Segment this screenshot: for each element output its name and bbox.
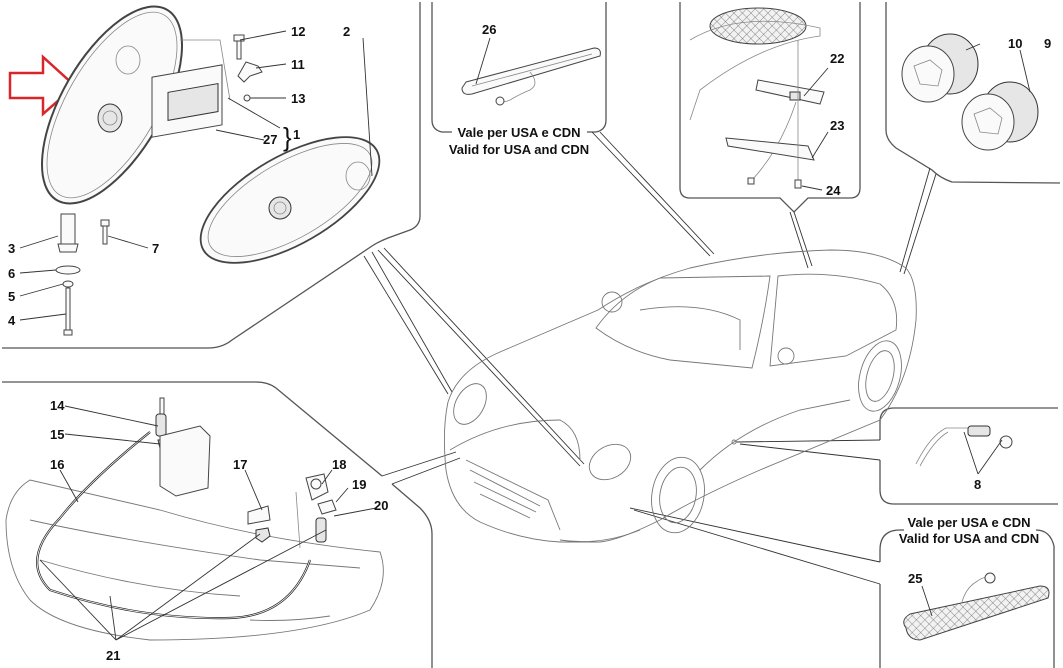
panel-side-marker-usa-frame bbox=[879, 529, 1055, 668]
callout-5[interactable]: 5 bbox=[8, 289, 15, 304]
note-usa-cdn-bottom: Vale per USA e CDN Valid for USA and CDN bbox=[899, 515, 1039, 546]
callout-13[interactable]: 13 bbox=[291, 91, 305, 106]
callout-15[interactable]: 15 bbox=[50, 427, 64, 442]
callout-18[interactable]: 18 bbox=[332, 457, 346, 472]
high-stop-light-parts bbox=[689, 7, 825, 189]
callout-19[interactable]: 19 bbox=[352, 477, 366, 492]
callout-12[interactable]: 12 bbox=[291, 24, 305, 39]
callout-2[interactable]: 2 bbox=[343, 24, 350, 39]
note-bottom-line1: Vale per USA e CDN bbox=[907, 515, 1030, 530]
callout-10[interactable]: 10 bbox=[1008, 36, 1022, 51]
callout-26[interactable]: 26 bbox=[482, 22, 496, 37]
callout-leaders bbox=[19, 30, 1031, 641]
callout-11[interactable]: 11 bbox=[291, 57, 305, 72]
callout-6[interactable]: 6 bbox=[8, 266, 15, 281]
panel-washer-frame bbox=[2, 381, 433, 668]
headlight-unit-assembled bbox=[199, 136, 381, 264]
washer-reservoir-pump bbox=[155, 397, 211, 497]
callout-27[interactable]: 27 bbox=[263, 132, 277, 147]
washer-nozzle-parts bbox=[247, 473, 337, 549]
callout-20[interactable]: 20 bbox=[374, 498, 388, 513]
side-repeater-part bbox=[915, 425, 1013, 467]
washer-hose bbox=[36, 431, 312, 620]
bracket-brace: } bbox=[283, 122, 292, 152]
bumper-illustration bbox=[5, 479, 384, 641]
rear-lamp-parts bbox=[901, 33, 1039, 151]
bolt-assembly-parts bbox=[55, 34, 263, 336]
note-usa-cdn-top: Vale per USA e CDN Valid for USA and CDN bbox=[449, 125, 589, 157]
panel-rear-lamps-frame bbox=[885, 2, 1061, 184]
callout-14[interactable]: 14 bbox=[50, 398, 65, 413]
note-top-line1: Vale per USA e CDN bbox=[457, 125, 580, 140]
car-illustration bbox=[443, 249, 917, 543]
callout-21[interactable]: 21 bbox=[106, 648, 120, 663]
panel-usa-third-light-frame bbox=[431, 2, 607, 133]
callout-labels: 12 11 13 27 } 1 2 3 6 5 4 7 26 22 23 24 … bbox=[8, 22, 1051, 663]
callout-23[interactable]: 23 bbox=[830, 118, 844, 133]
panel-side-repeater-frame bbox=[879, 407, 1058, 505]
callout-8[interactable]: 8 bbox=[974, 477, 981, 492]
callout-4[interactable]: 4 bbox=[8, 313, 16, 328]
callout-1[interactable]: 1 bbox=[293, 127, 300, 142]
callout-24[interactable]: 24 bbox=[826, 183, 841, 198]
callout-16[interactable]: 16 bbox=[50, 457, 64, 472]
headlight-unit-exploded bbox=[41, 5, 231, 205]
callout-22[interactable]: 22 bbox=[830, 51, 844, 66]
callout-9[interactable]: 9 bbox=[1044, 36, 1051, 51]
side-marker-part bbox=[903, 572, 1050, 641]
leader-lines bbox=[363, 131, 937, 585]
panel-headlight-frame bbox=[2, 2, 421, 349]
callout-17[interactable]: 17 bbox=[233, 457, 247, 472]
callout-25[interactable]: 25 bbox=[908, 571, 922, 586]
note-bottom-line2: Valid for USA and CDN bbox=[899, 531, 1039, 546]
callout-7[interactable]: 7 bbox=[152, 241, 159, 256]
callout-3[interactable]: 3 bbox=[8, 241, 15, 256]
note-top-line2: Valid for USA and CDN bbox=[449, 142, 589, 157]
third-brake-light-part bbox=[461, 47, 601, 106]
